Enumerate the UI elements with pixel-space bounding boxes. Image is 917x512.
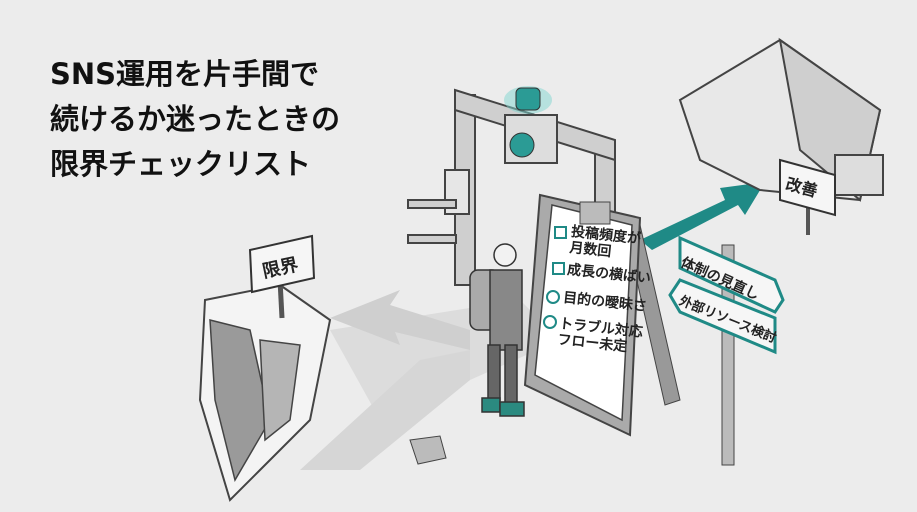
title-line: 続けるか迷ったときの <box>50 102 341 136</box>
warning-light-icon <box>504 86 558 164</box>
tent <box>678 37 884 202</box>
improve-sign <box>779 158 836 235</box>
person <box>469 243 525 417</box>
page-title: SNS運用を片手間で 続けるか迷ったときの 限界チェックリスト <box>50 52 340 187</box>
signpost <box>668 235 785 466</box>
title-line: 限界チェックリスト <box>50 147 312 181</box>
title-line: SNS運用を片手間で <box>50 57 320 91</box>
improve-arrow <box>640 182 765 250</box>
checklist-board <box>523 193 681 437</box>
back-arrow <box>330 290 470 350</box>
limit-sign <box>248 234 316 319</box>
cliff <box>198 283 447 502</box>
